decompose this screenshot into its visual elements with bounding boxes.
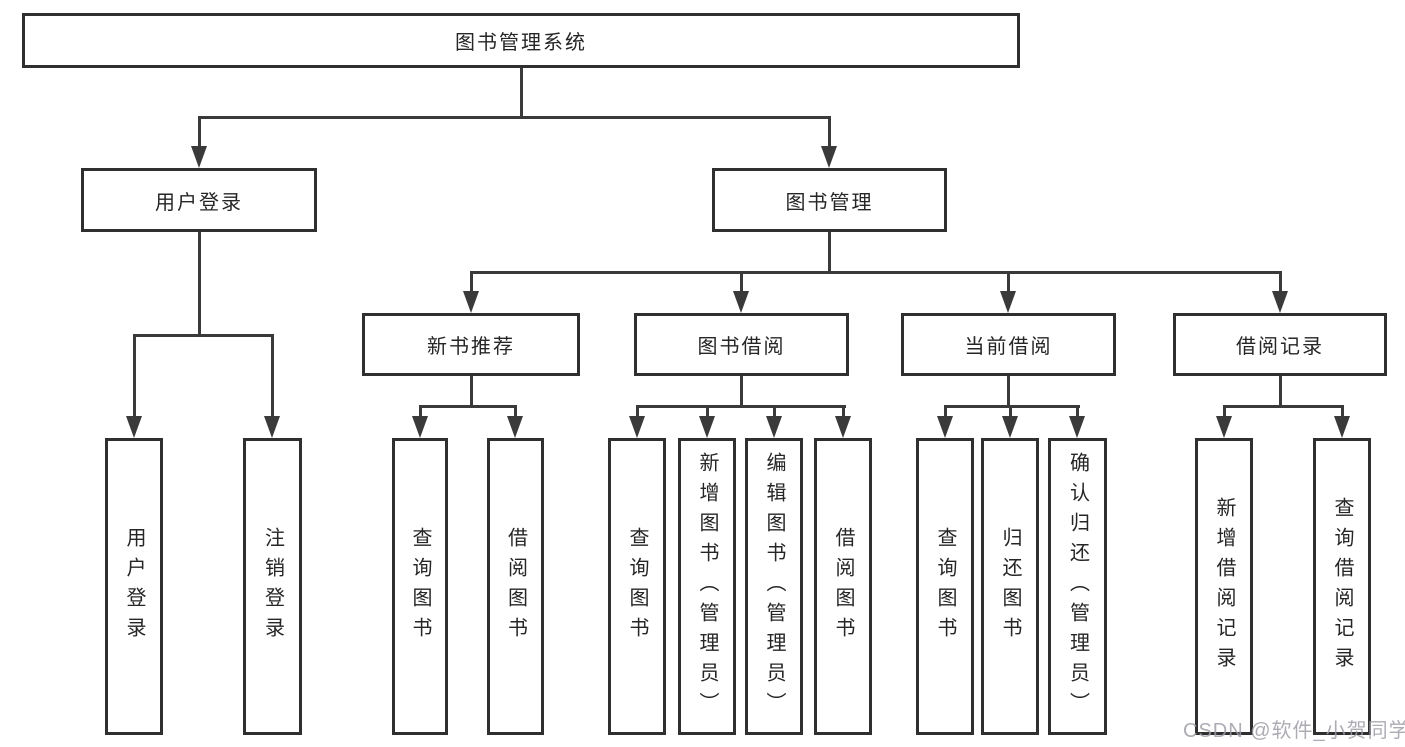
leaf-label: 查询图书 — [934, 526, 956, 647]
leaf-label: 新增图书（管理员） — [696, 451, 718, 722]
leaf-confirm-return-admin: 确认归还（管理员） — [1048, 438, 1107, 735]
arrow-down-icon — [835, 416, 851, 438]
connector-stub — [514, 405, 517, 418]
node-new-book-recommend: 新书推荐 — [362, 313, 580, 376]
connector-stub — [1007, 271, 1010, 293]
arrow-down-icon — [937, 416, 953, 438]
arrow-down-icon — [1272, 291, 1288, 313]
leaf-label: 查询图书 — [626, 526, 648, 647]
arrow-down-icon — [1000, 291, 1016, 313]
leaf-label: 借阅图书 — [832, 526, 854, 647]
node-label: 图书管理系统 — [455, 32, 587, 54]
arrow-down-icon — [1334, 416, 1350, 438]
leaf-logout: 注销登录 — [243, 438, 302, 735]
leaf-label: 查询图书 — [409, 526, 431, 647]
connector-userlogin-stem — [198, 232, 201, 336]
connector-bookmgmt-stem — [828, 232, 831, 273]
leaf-query-books-current: 查询图书 — [916, 438, 974, 735]
leaf-return-books: 归还图书 — [981, 438, 1039, 735]
leaf-add-books-admin: 新增图书（管理员） — [678, 438, 736, 735]
connector-stub — [1076, 405, 1079, 418]
node-book-borrow: 图书借阅 — [634, 313, 849, 376]
node-label: 用户登录 — [155, 191, 243, 214]
connector-stem — [1007, 376, 1010, 407]
node-label: 新书推荐 — [427, 336, 515, 358]
node-borrow-records: 借阅记录 — [1173, 313, 1387, 376]
leaf-borrow-books: 借阅图书 — [814, 438, 872, 735]
arrow-down-icon — [264, 416, 280, 438]
arrow-down-icon — [629, 416, 645, 438]
connector-stub — [1279, 271, 1282, 293]
connector-stem — [470, 376, 473, 407]
connector-root-stem — [520, 68, 523, 118]
leaf-label: 归还图书 — [999, 526, 1021, 647]
connector-stub — [1009, 405, 1012, 418]
leaf-borrow-books-recommend: 借阅图书 — [487, 438, 544, 735]
node-book-management: 图书管理 — [712, 168, 947, 232]
arrow-down-icon — [699, 416, 715, 438]
connector-stub — [470, 271, 473, 293]
connector-userlogin-branch-line — [133, 334, 274, 337]
connector-stub — [944, 405, 947, 418]
connector-stub — [419, 405, 422, 418]
arrow-down-icon — [1002, 416, 1018, 438]
node-library-management-system: 图书管理系统 — [22, 13, 1020, 68]
connector-stub — [198, 116, 201, 148]
node-current-borrow: 当前借阅 — [901, 313, 1116, 376]
arrow-down-icon — [1069, 416, 1085, 438]
arrow-down-icon — [821, 146, 837, 168]
arrow-down-icon — [463, 291, 479, 313]
connector-branch-line — [1223, 405, 1344, 408]
leaf-label: 借阅图书 — [504, 526, 527, 647]
leaf-query-books-recommend: 查询图书 — [392, 438, 448, 735]
leaf-user-login: 用户登录 — [105, 438, 163, 735]
csdn-watermark: CSDN @软件_小贺同学 — [1183, 720, 1405, 742]
leaf-add-borrow-record: 新增借阅记录 — [1195, 438, 1253, 735]
arrow-down-icon — [126, 416, 142, 438]
leaf-label: 注销登录 — [261, 526, 284, 647]
node-label: 图书管理 — [785, 191, 874, 214]
connector-stem — [1279, 376, 1282, 407]
arrow-down-icon — [507, 416, 523, 438]
leaf-label: 查询借阅记录 — [1331, 496, 1353, 677]
arrow-down-icon — [412, 416, 428, 438]
connector-branch-line — [636, 405, 846, 408]
connector-stub — [773, 405, 776, 418]
node-label: 当前借阅 — [964, 336, 1053, 358]
connector-root-branch-line — [198, 116, 831, 119]
connector-branch-line — [419, 405, 517, 408]
leaf-label: 新增借阅记录 — [1213, 496, 1235, 677]
connector-stub — [636, 405, 639, 418]
node-user-login: 用户登录 — [81, 168, 317, 232]
leaf-query-borrow-record: 查询借阅记录 — [1313, 438, 1371, 735]
connector-stub — [740, 271, 743, 293]
node-label: 借阅记录 — [1236, 336, 1324, 358]
connector-stub — [828, 116, 831, 148]
connector-stub — [1223, 405, 1226, 418]
connector-branch-line — [944, 405, 1080, 408]
connector-stub — [842, 405, 845, 418]
connector-bookmgmt-branch-line — [470, 271, 1282, 274]
connector-stub — [271, 334, 274, 418]
connector-stem — [740, 376, 743, 407]
connector-stub — [706, 405, 709, 418]
leaf-edit-books-admin: 编辑图书（管理员） — [745, 438, 803, 735]
arrow-down-icon — [191, 146, 207, 168]
node-label: 图书借阅 — [697, 336, 786, 358]
leaf-label: 用户登录 — [123, 526, 145, 647]
connector-stub — [1341, 405, 1344, 418]
leaf-label: 编辑图书（管理员） — [763, 451, 785, 722]
arrow-down-icon — [766, 416, 782, 438]
leaf-label: 确认归还（管理员） — [1066, 451, 1089, 722]
connector-stub — [133, 334, 136, 418]
arrow-down-icon — [1216, 416, 1232, 438]
leaf-query-books-borrow: 查询图书 — [608, 438, 666, 735]
arrow-down-icon — [733, 291, 749, 313]
